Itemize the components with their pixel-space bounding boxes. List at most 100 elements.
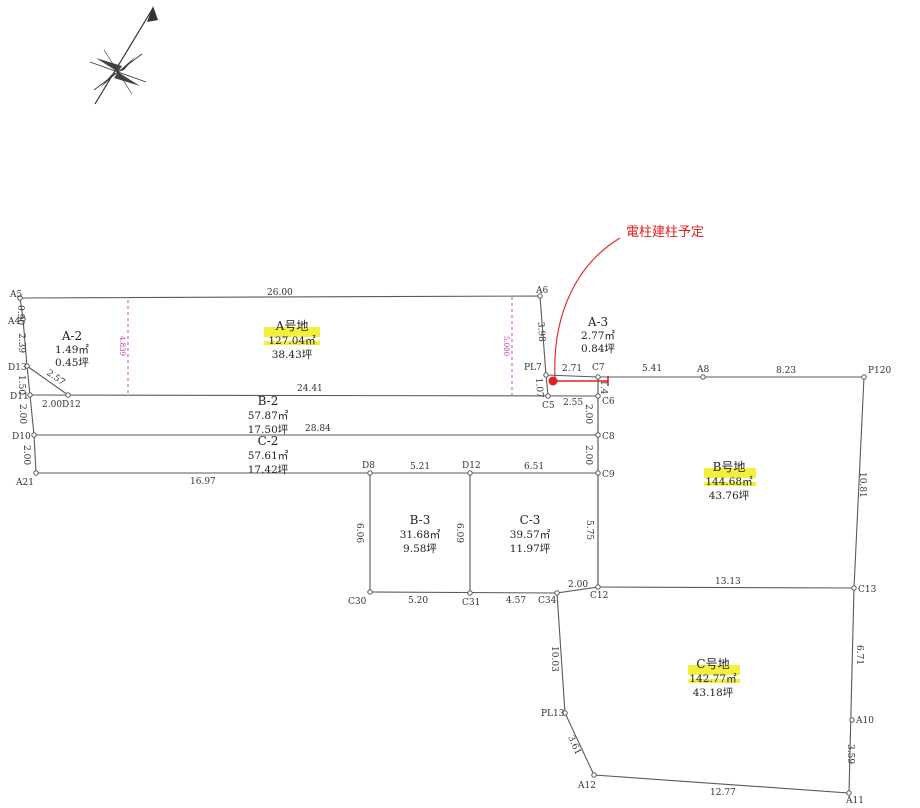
setback-label-left: 4.839 [118, 336, 126, 356]
lot-b2-area: 57.87㎡ [248, 410, 289, 422]
lot-b-name: B号地 [713, 460, 746, 474]
lot-c3-tsubo: 11.97坪 [510, 542, 551, 555]
dim-c30-c31: 5.20 [408, 596, 428, 606]
point-label-c9: C9 [602, 470, 615, 480]
utility-pole-marker [548, 376, 558, 386]
dim-d12-c9: 6.51 [524, 462, 544, 472]
dim-pl7-c5: 1.07 [533, 378, 544, 399]
highlights [264, 327, 756, 683]
point-label-c7: C7 [592, 363, 605, 373]
dim-diagonal: 2.57 [44, 368, 66, 388]
lot-b3-name: B-3 [410, 513, 431, 527]
dim-row3: 16.97 [190, 477, 216, 487]
point-label-c34: C34 [538, 596, 557, 606]
dim-c34-pl13: 10.03 [549, 646, 559, 672]
parcel-lines [19, 295, 865, 794]
utility-pole-callout: 電柱建柱予定 [548, 225, 704, 386]
dim-c6-c8: 2.00 [583, 404, 593, 424]
utility-pole-label: 電柱建柱予定 [626, 225, 704, 240]
point-label-c12: C12 [590, 591, 608, 601]
point-label-a6: A6 [535, 286, 548, 296]
lot-b3-area: 31.68㎡ [400, 529, 441, 541]
dimension-labels: 26.00 0.90 2.39 1.50 2.57 2.00 3.98 24.4… [15, 288, 867, 798]
dim-row1: 24.41 [297, 384, 323, 394]
lot-c3-name: C-3 [520, 513, 541, 527]
lot-a2-name: A-2 [61, 329, 82, 343]
dim-a4-d13: 2.39 [16, 333, 26, 353]
point-label-d10: D10 [12, 432, 31, 442]
dim-d13-d11: 1.50 [16, 375, 26, 395]
dim-c34-c12: 2.00 [568, 580, 588, 590]
dim-a12-a11: 12.77 [710, 788, 736, 798]
point-label-c30: C30 [348, 597, 367, 607]
dim-c12-c13: 13.13 [715, 577, 741, 587]
lot-b-tsubo: 43.76坪 [709, 489, 750, 502]
lot-a2-area: 1.49㎡ [55, 344, 89, 356]
dim-row2: 28.84 [305, 424, 331, 434]
point-label-d12-lower: D12 [462, 461, 481, 471]
point-labels: A5 A4 D13 D11 D12 D10 A21 A6 PL7 C5 C7 C… [7, 286, 892, 806]
dim-d8-c30: 6.06 [354, 523, 364, 543]
lot-c2-name: C-2 [258, 434, 279, 448]
dim-p120-c13: 10.81 [857, 472, 867, 498]
lot-c3-area: 39.57㎡ [510, 529, 551, 541]
point-markers [17, 293, 867, 796]
lot-c-name: C号地 [696, 657, 729, 671]
lot-a2-tsubo: 0.45坪 [55, 356, 89, 369]
lot-c2-area: 57.61㎡ [248, 450, 289, 462]
lot-b2-name: B-2 [258, 394, 279, 408]
dim-d11-d10: 2.00 [17, 404, 27, 424]
point-label-a5: A5 [9, 290, 22, 300]
compass-rose-icon [89, 6, 158, 105]
dim-c31-c34: 4.57 [506, 596, 526, 606]
lot-a-tsubo: 38.43坪 [272, 348, 313, 361]
lot-c-tsubo: 43.18坪 [693, 686, 734, 699]
lot-c-area: 142.77㎡ [689, 673, 737, 685]
point-label-d11: D11 [10, 392, 29, 402]
point-label-a4: A4 [7, 317, 20, 327]
point-label-d8: D8 [362, 461, 375, 471]
dim-c7-a8: 5.41 [642, 364, 662, 374]
point-label-c31: C31 [462, 598, 480, 608]
dim-a6-pl7: 3.98 [535, 322, 546, 343]
dim-d11-d12: 2.00 [42, 400, 62, 410]
dim-d10-a21: 2.00 [21, 445, 31, 465]
dim-c8-c9: 2.00 [583, 445, 593, 465]
dim-a10-a11: 3.59 [845, 744, 855, 764]
dim-d8-d12: 5.21 [410, 462, 430, 472]
lot-b3-tsubo: 9.58坪 [403, 542, 437, 555]
lot-a3-name: A-3 [587, 315, 608, 329]
point-label-a8: A8 [696, 365, 709, 375]
point-label-pl13: PL13 [541, 709, 565, 719]
dim-c9-c12: 5.75 [584, 520, 594, 540]
lot-a3-area: 2.77㎡ [581, 330, 615, 342]
setback-label-right: 5.000 [502, 336, 510, 356]
lot-c2-tsubo: 17.42坪 [248, 463, 289, 476]
lot-b2-tsubo: 17.50坪 [248, 423, 289, 436]
point-label-c8: C8 [602, 432, 615, 442]
lot-b-area: 144.68㎡ [705, 476, 753, 488]
dim-pl13-a12: 3.61 [565, 734, 582, 756]
lot-a-name: A号地 [275, 319, 309, 333]
point-label-a10: A10 [855, 716, 874, 726]
point-label-p120: P120 [868, 366, 892, 376]
lot-labels: A-2 1.49㎡ 0.45坪 A号地 127.04㎡ 38.43坪 A-3 2… [55, 315, 753, 699]
dim-a5-a4: 0.90 [15, 305, 25, 325]
dim-c7-c6: 1.4 [598, 380, 608, 395]
dim-a8-p120: 8.23 [776, 366, 796, 376]
point-label-c5: C5 [542, 401, 555, 411]
point-label-pl7: PL7 [524, 363, 542, 373]
lot-a-area: 127.04㎡ [268, 335, 316, 347]
point-label-c6: C6 [602, 397, 615, 407]
point-label-d12: D12 [62, 400, 81, 410]
dim-c13-a10: 6.71 [854, 645, 864, 665]
dim-pl7-c7: 2.71 [562, 364, 582, 374]
point-label-d13: D13 [8, 363, 27, 373]
point-label-a12: A12 [577, 781, 596, 791]
dim-d12-c31: 6.09 [454, 523, 464, 543]
point-label-a11: A11 [845, 796, 864, 806]
dim-top: 26.00 [267, 288, 293, 298]
dim-c5-c6: 2.55 [563, 398, 583, 408]
lot-a3-tsubo: 0.84坪 [581, 342, 615, 355]
